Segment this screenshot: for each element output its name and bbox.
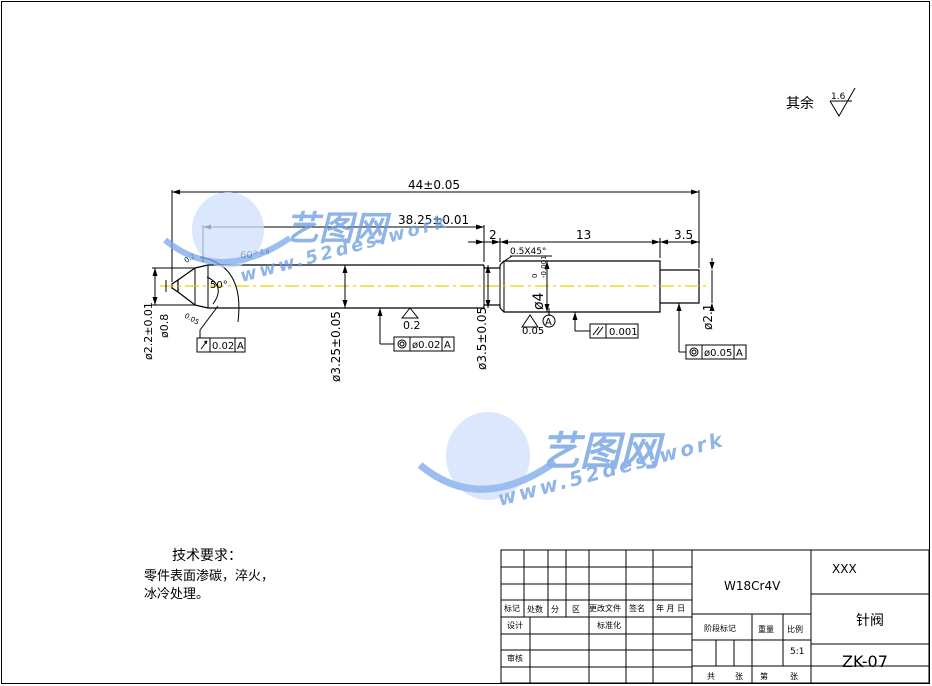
dia-21-label: ø2.1	[701, 304, 715, 330]
dim-dia-325: ø3.25±0.05	[329, 265, 348, 382]
dia-35-label: ø3.5±0.05	[475, 307, 489, 370]
roughness-symbol-icon	[829, 87, 856, 117]
concentricity-callout-1: ø0.02 A 0.2	[377, 307, 455, 352]
angle-50-label: 50°	[210, 280, 228, 291]
tech-line-1: 零件表面渗碳，淬火，	[144, 569, 274, 584]
runout-value: 0.02	[212, 341, 234, 352]
surf-005-label: 0.05	[522, 326, 544, 337]
dia-4-tol-upper: 0	[531, 274, 539, 278]
hdr-sign: 签名	[629, 603, 645, 613]
title-block: 标记 处数 分 区 更改文件 签名 年 月 日 设计 标准化 审核 W18Cr4…	[500, 549, 930, 684]
datum-a-label: A	[545, 317, 552, 328]
groove-top	[483, 265, 501, 269]
dim-35-label: 3.5	[674, 228, 693, 242]
page-label: 第	[760, 671, 768, 681]
dim-length2-label: 38.25±0.01	[398, 213, 469, 227]
part-name: 针阀	[856, 613, 884, 629]
tech-line-2: 冰冷处理。	[144, 587, 209, 602]
ratio-label: 比例	[787, 624, 803, 634]
roughness-note: 其余 1.6	[786, 87, 856, 117]
dim-total-label: 44±0.05	[408, 178, 460, 192]
hdr-doc: 更改文件	[589, 603, 621, 613]
surf-02-label: 0.2	[403, 319, 421, 332]
hdr-date: 年 月 日	[656, 603, 685, 613]
hdr-mark: 标记	[504, 603, 520, 613]
sheet2-label: 张	[790, 672, 798, 681]
runout-icon	[200, 340, 208, 350]
hdr-div: 分	[551, 605, 559, 614]
chamfer-label: 0.5X45°	[510, 247, 546, 257]
watermark-center: 艺图网 www.52des.work	[417, 412, 728, 511]
dia-325-label: ø3.25±0.05	[329, 311, 343, 382]
conc1-datum: A	[444, 340, 451, 351]
cylindricity-icon	[592, 326, 604, 336]
scale-value: 5:1	[790, 647, 804, 657]
surface-mark-2-icon	[521, 314, 539, 328]
cone-large	[194, 264, 209, 309]
hdr-count: 处数	[527, 604, 543, 614]
cyl-value: 0.001	[609, 327, 638, 338]
total-label: 共	[707, 672, 715, 681]
dia-4-tol-lower: -0.001	[540, 255, 548, 278]
concentricity-icon	[397, 339, 407, 349]
dia-4-label: ø4	[531, 292, 547, 310]
datum-a-icon	[542, 314, 556, 328]
watermark-globe-2-icon	[446, 412, 530, 500]
dim-tip-dia: ø2.2±0.01 ø0.8	[142, 267, 195, 360]
dim-dia-21: ø2.1 ø0.05 A	[676, 258, 747, 360]
dim-total-length: 44±0.05	[171, 178, 700, 282]
conc2-datum: A	[736, 348, 743, 359]
watermark-brand: 艺图网	[285, 209, 392, 249]
runout-callout: 0.02 A	[196, 305, 246, 353]
small-dia-label: ø0.8	[158, 314, 171, 338]
tech-requirements: 技术要求： 零件表面渗碳，淬火， 冰冷处理。	[144, 548, 274, 602]
dim-13-label: 13	[576, 228, 591, 242]
company-label: XXX	[832, 562, 857, 576]
row-design: 设计	[507, 620, 523, 630]
weight-label: 重量	[758, 624, 774, 634]
concentricity-2-icon	[689, 347, 699, 357]
tech-title: 技术要求：	[172, 548, 242, 564]
conc2-value: ø0.05	[704, 348, 732, 359]
small-005-label: 0.05	[183, 312, 201, 327]
watermark-brand-2: 艺图网	[540, 429, 666, 475]
dim-dia-35: ø3.5±0.05	[475, 265, 491, 370]
cone-small	[177, 267, 196, 306]
watermark-globe-icon	[192, 192, 264, 268]
sheet-label: 张	[735, 672, 743, 681]
chamfer-callout: 0.5X45°	[502, 247, 552, 263]
roughness-label: 其余	[786, 95, 814, 112]
dim-dia-4: ø4 0 -0.001 A 0.05	[521, 255, 556, 337]
conc1-value: ø0.02	[412, 340, 440, 351]
dim-upper-chain: 2 13 3.5	[468, 228, 700, 262]
runout-datum: A	[237, 341, 244, 352]
dim-groove-label: 2	[489, 228, 497, 242]
roughness-value: 1.6	[831, 92, 846, 102]
row-standard: 标准化	[597, 620, 621, 630]
row-review: 审核	[507, 653, 523, 663]
cylindricity-callout: 0.001	[572, 312, 639, 339]
stage-label: 阶段标记	[704, 623, 736, 633]
surface-mark-icon	[400, 307, 420, 319]
tip-dia-label: ø2.2±0.01	[142, 302, 155, 360]
material-label: W18Cr4V	[724, 579, 781, 593]
hdr-zone: 区	[572, 605, 580, 614]
needle-valve-part	[160, 260, 710, 313]
drawing-number: ZK-07	[842, 652, 888, 671]
